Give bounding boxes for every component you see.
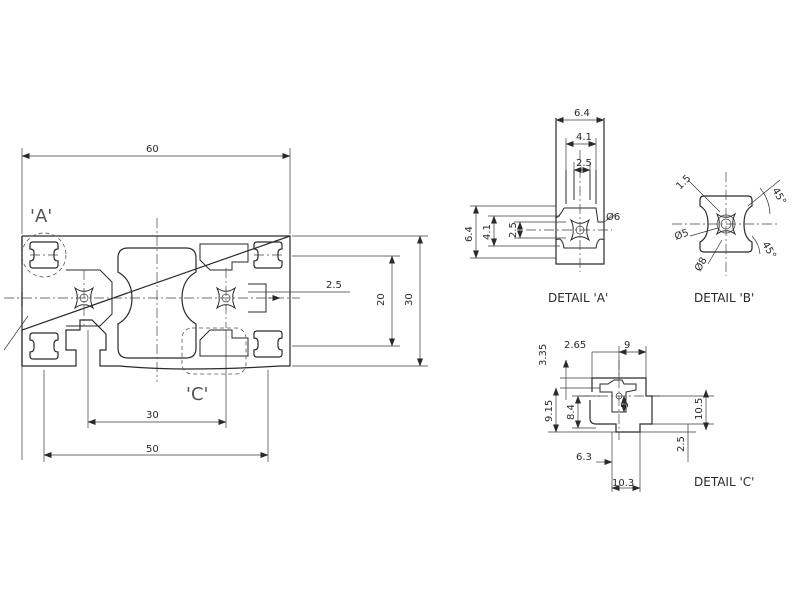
dim-30-height: 30 (404, 293, 415, 306)
detail-c-dim-5: 5 (620, 402, 631, 408)
detail-c-dim-3-35: 3.35 (538, 344, 549, 366)
detail-a-vdim-6-4: 6.4 (464, 226, 475, 242)
detail-c-dim-10-5: 10.5 (694, 398, 705, 420)
main-profile-view: 60 30 20 2.5 30 50 'A' 'C' (3, 144, 428, 462)
detail-b-dia-5: Ø5 (673, 227, 690, 243)
label-a: 'A' (30, 206, 52, 227)
detail-b-dia-8: Ø8 (692, 255, 710, 273)
detail-c-dim-10-3: 10.3 (612, 478, 634, 489)
detail-c-title: DETAIL 'C' (694, 475, 754, 489)
dim-20: 20 (376, 293, 387, 306)
detail-c-dim-9: 9 (624, 340, 630, 351)
detail-a-vdim-4-1: 4.1 (482, 224, 493, 240)
detail-a-marker (21, 232, 67, 278)
detail-c-dim-2-5: 2.5 (676, 436, 687, 452)
detail-b-r-1-5: 1.5 (674, 173, 693, 192)
dim-30-pitch: 30 (146, 410, 159, 421)
dim-50: 50 (146, 444, 159, 455)
detail-c: 3.35 2.65 9 9.15 8.4 5 10.5 2.5 6.3 10.3… (538, 340, 754, 492)
dim-60: 60 (146, 144, 159, 155)
slot-bottom-left (29, 332, 59, 360)
detail-a-vdim-2-5: 2.5 (508, 222, 519, 238)
detail-c-marker (181, 327, 247, 375)
detail-c-dim-9-15: 9.15 (544, 400, 555, 422)
detail-a-title: DETAIL 'A' (548, 291, 608, 305)
detail-b-angle-2: 45° (759, 240, 777, 261)
detail-b: 1.5 45° 45° Ø5 Ø8 DETAIL 'B' (672, 172, 788, 305)
slot-bottom-right (253, 330, 283, 358)
detail-a-hole-dia: Ø6 (606, 211, 620, 223)
detail-a-dim-4-1: 4.1 (576, 132, 592, 143)
detail-c-dim-2-65: 2.65 (564, 340, 586, 351)
detail-a: 6.4 4.1 2.5 6.4 4.1 2.5 Ø6 DETAIL 'A' (464, 108, 620, 305)
detail-a-dim-6-4: 6.4 (574, 108, 590, 119)
detail-c-dim-8-4: 8.4 (566, 404, 577, 420)
label-c: 'C' (186, 384, 208, 405)
detail-c-dim-6-3: 6.3 (576, 452, 592, 463)
detail-b-title: DETAIL 'B' (694, 291, 754, 305)
detail-b-angle-1: 45° (769, 186, 787, 207)
detail-a-dim-2-5: 2.5 (576, 158, 592, 169)
dim-2-5: 2.5 (326, 280, 342, 291)
